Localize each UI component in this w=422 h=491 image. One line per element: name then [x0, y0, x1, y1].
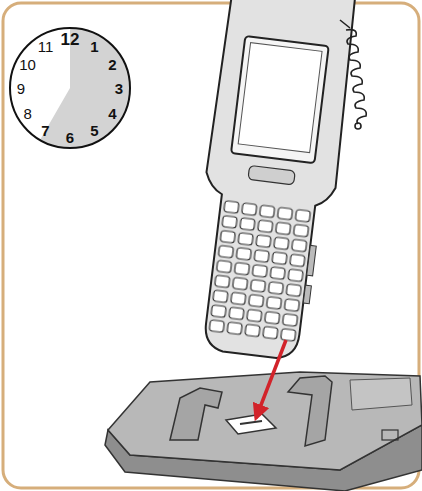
- clock-number: 7: [41, 123, 49, 138]
- clock-number: 8: [23, 105, 31, 120]
- clock-number: 11: [38, 38, 54, 53]
- clock-number: 12: [61, 31, 80, 48]
- clock-number: 3: [115, 81, 123, 96]
- clock-number: 1: [90, 38, 98, 53]
- handheld-computer: [185, 0, 360, 363]
- clock-number: 9: [17, 81, 25, 96]
- clock-icon: [10, 28, 130, 148]
- clock-number: 10: [19, 56, 36, 71]
- charging-dock: [105, 372, 422, 491]
- clock-number: 2: [108, 56, 116, 71]
- clock-number: 4: [108, 105, 116, 120]
- coiled-cord: [340, 20, 366, 129]
- clock-number: 6: [66, 130, 74, 145]
- insert-arrow: [256, 340, 286, 418]
- clock-number: 5: [90, 123, 98, 138]
